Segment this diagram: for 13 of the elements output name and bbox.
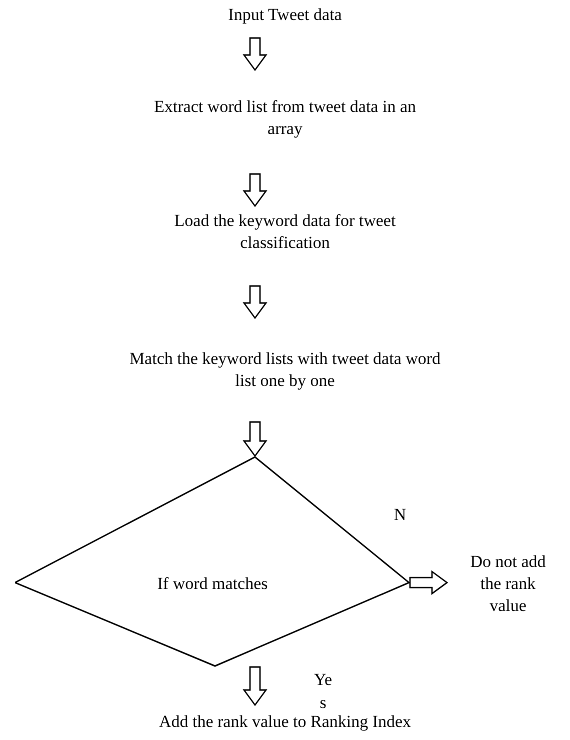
block-arrow: [242, 666, 268, 706]
block-arrow: [242, 285, 268, 320]
block-arrow: [242, 173, 268, 208]
block-arrow: [409, 570, 448, 595]
step-text: Input Tweet data: [228, 4, 342, 26]
step-text: Add the rank value to Ranking Index: [158, 711, 412, 733]
block-arrow: [242, 37, 268, 72]
step-text: Load the keyword data for tweet classification: [173, 210, 397, 254]
step-text: Match the keyword lists with tweet data word list one by one: [128, 348, 442, 392]
step-text: Extract word list from tweet data in an array: [153, 96, 417, 140]
block-arrow: [242, 421, 268, 458]
step-text: Do not add the rank value: [469, 551, 547, 617]
decision-text: If word matches: [157, 573, 268, 595]
